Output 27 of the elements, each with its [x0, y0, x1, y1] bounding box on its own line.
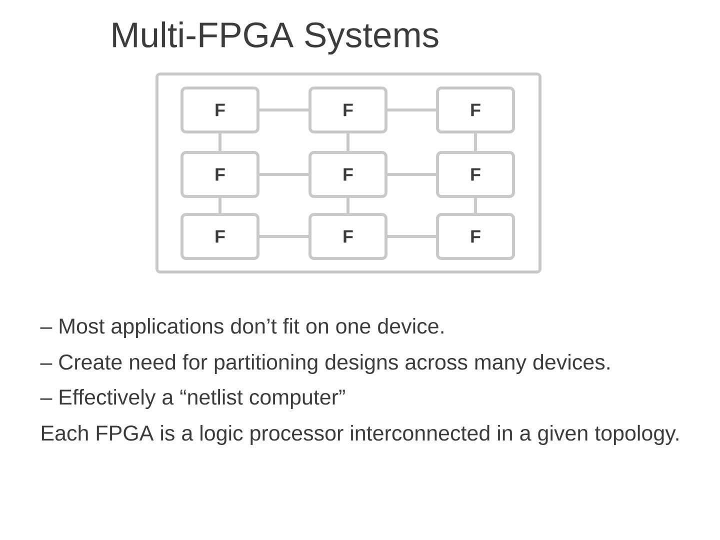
connector-line [260, 235, 308, 238]
connector-line [260, 173, 308, 176]
connector-line [260, 108, 308, 112]
fpga-box: F [436, 151, 515, 198]
fpga-box: F [180, 86, 260, 134]
frame-box [156, 72, 542, 274]
fpga-box: F [308, 86, 388, 134]
fpga-box: F [180, 213, 260, 260]
fpga-box: F [180, 151, 260, 198]
body-text: Each FPGA is a logic processor interconnected in a given topology. [42, 424, 678, 446]
connector-line [388, 173, 436, 176]
fpga-box: F [436, 213, 515, 260]
connector-line [474, 134, 477, 151]
bullet-text: – Create need for partitioning designs across many devices. [40, 354, 610, 374]
fpga-box: F [308, 151, 388, 198]
fpga-box: F [436, 86, 515, 134]
connector-line [388, 108, 436, 112]
connector-line [474, 198, 477, 213]
fpga-box: F [308, 213, 388, 260]
connector-line [218, 198, 222, 213]
connector-line [388, 235, 436, 238]
connector-line [218, 134, 222, 151]
connector-line [346, 134, 350, 151]
bullet-text: – Effectively a “netlist computer” [40, 388, 345, 410]
slide-title: Multi-FPGA Systems [113, 21, 438, 55]
connector-line [346, 198, 350, 213]
bullet-text: – Most applications don’t fit on one device. [40, 318, 444, 338]
